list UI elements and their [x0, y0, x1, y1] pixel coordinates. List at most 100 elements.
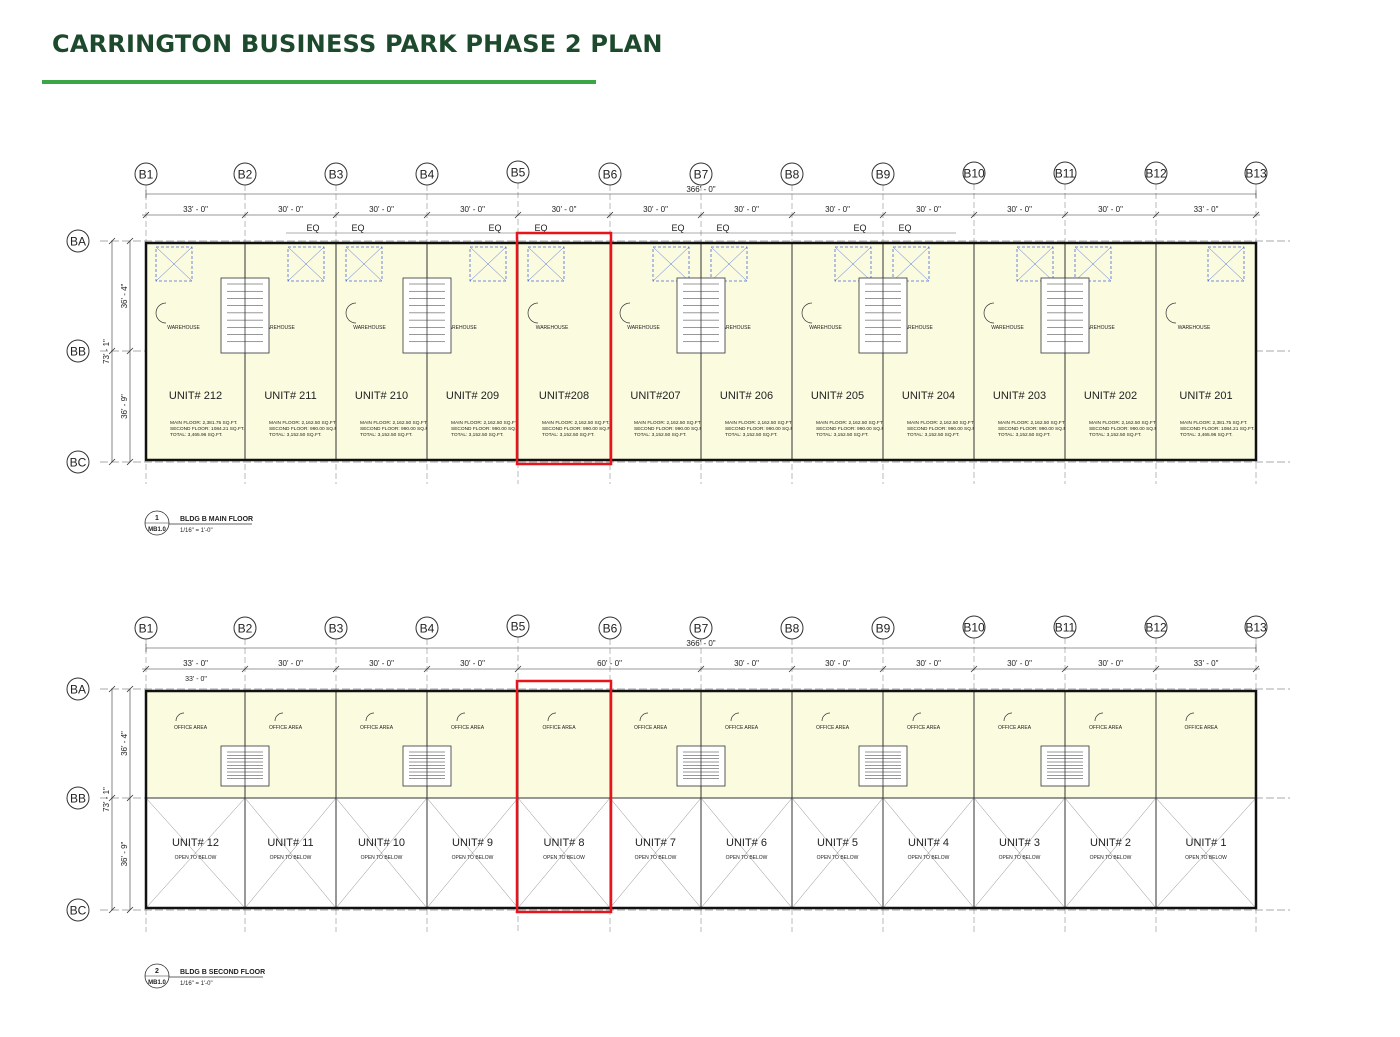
column-grid-bubble [689, 162, 713, 186]
view-number: 2 [155, 968, 159, 975]
room-label: OFFICE AREA [1184, 725, 1218, 731]
unit-total-area: TOTAL: 3,152.50 SQ.FT. [998, 432, 1051, 438]
bay-dimension-label: 30' - 0" [552, 205, 577, 214]
eq-mark: EQ [716, 223, 729, 233]
unit-total-area: TOTAL: 3,152.50 SQ.FT. [542, 432, 595, 438]
row-grid-bubble [66, 229, 90, 253]
unit-second-floor-area: SECOND FLOOR: 990.00 SQ.FT. [725, 426, 797, 432]
column-grid-label: B7 [694, 168, 709, 182]
column-grid-label: B10 [963, 167, 985, 181]
column-grid-label: B11 [1055, 167, 1076, 181]
column-grid-bubble [598, 616, 622, 640]
room-label: WAREHOUSE [718, 325, 751, 331]
room-label: OFFICE AREA [360, 725, 394, 731]
bay-dimension-label: 60' - 0" [597, 659, 622, 668]
unit-total-area: TOTAL: 3,152.50 SQ.FT. [1089, 432, 1142, 438]
column-grid-bubble [1244, 161, 1268, 185]
unit-name: UNIT# 3 [999, 837, 1040, 849]
column-grid-bubble [233, 616, 257, 640]
column-grid-bubble [871, 616, 895, 640]
stair-core [676, 745, 726, 787]
row-grid-label: BB [70, 345, 86, 359]
unit-second-floor-area: SECOND FLOOR: 990.00 SQ.FT. [269, 426, 341, 432]
column-grid-label: B12 [1145, 167, 1167, 181]
open-to-below-label: OPEN TO BELOW [543, 855, 585, 861]
unit-second-floor-area: SECOND FLOOR: 990.00 SQ.FT. [634, 426, 706, 432]
view-scale: 1/16" = 1'-0" [180, 981, 213, 987]
stair-core [858, 277, 908, 354]
unit-main-floor-area: MAIN FLOOR: 2,162.50 SQ.FT. [1089, 420, 1156, 426]
bay-dimension-label: 30' - 0" [278, 205, 303, 214]
door-swing-icon [1094, 712, 1104, 722]
room-label: WAREHOUSE [1178, 325, 1211, 331]
building-outline [144, 241, 1258, 462]
door-swing-icon [801, 302, 813, 324]
unit-second-floor-area: SECOND FLOOR: 990.00 SQ.FT. [542, 426, 614, 432]
dock-door-mark [892, 246, 930, 282]
unit-name: UNIT# 1 [1186, 837, 1227, 849]
room-label: WAREHOUSE [444, 325, 477, 331]
highlighted-unit-box [515, 231, 613, 466]
eq-mark: EQ [306, 223, 319, 233]
room-label: WAREHOUSE [627, 325, 660, 331]
bay-dimension-label: 30' - 0" [1007, 659, 1032, 668]
unit-main-floor-area: MAIN FLOOR: 2,381.75 SQ.FT. [170, 420, 237, 426]
unit-name: UNIT# 205 [811, 390, 864, 402]
eq-mark: EQ [534, 223, 547, 233]
room-label: WAREHOUSE [262, 325, 295, 331]
unit-second-floor-area: SECOND FLOOR: 990.00 SQ.FT. [816, 426, 888, 432]
column-grid-label: B12 [1145, 621, 1167, 635]
column-grid-bubble [962, 161, 986, 185]
column-grid-bubble [415, 616, 439, 640]
dock-door-mark [527, 246, 565, 282]
column-grid-bubble [415, 162, 439, 186]
row-dimension-label: 36' - 4" [120, 283, 129, 308]
unit-main-floor-area: MAIN FLOOR: 2,162.50 SQ.FT. [451, 420, 518, 426]
open-to-below-label: OPEN TO BELOW [361, 855, 403, 861]
door-swing-icon [1165, 302, 1177, 324]
unit-total-area: TOTAL: 3,152.50 SQ.FT. [360, 432, 413, 438]
unit-total-area: TOTAL: 3,465.96 SQ.FT. [1180, 432, 1233, 438]
total-depth-label: 73' - 1" [102, 339, 111, 364]
bay-dimension-label: 30' - 0" [825, 205, 850, 214]
room-label: OFFICE AREA [542, 725, 576, 731]
unit-bay [1155, 242, 1257, 461]
unit-main-floor-area: MAIN FLOOR: 2,162.50 SQ.FT. [907, 420, 974, 426]
dock-door-mark [710, 246, 748, 282]
column-grid-label: B4 [420, 168, 435, 182]
unit-second-floor-area: SECOND FLOOR: 990.00 SQ.FT. [1089, 426, 1161, 432]
room-label: WAREHOUSE [991, 325, 1024, 331]
row-grid-label: BB [70, 792, 86, 806]
open-to-below-label: OPEN TO BELOW [817, 855, 859, 861]
unit-name: UNIT# 209 [446, 390, 499, 402]
bay-dimension-label: 30' - 0" [734, 659, 759, 668]
unit-name: UNIT# 5 [817, 837, 858, 849]
column-grid-bubble [506, 160, 530, 184]
column-grid-bubble [324, 616, 348, 640]
stair-core [858, 745, 908, 787]
room-label: OFFICE AREA [907, 725, 941, 731]
unit-name: UNIT# 4 [908, 837, 949, 849]
office-bay [1155, 690, 1257, 799]
unit-name: UNIT# 6 [726, 837, 767, 849]
column-grid-label: B8 [785, 168, 800, 182]
bay-dimension-label: 30' - 0" [460, 205, 485, 214]
room-label: OFFICE AREA [998, 725, 1032, 731]
door-swing-icon [1003, 712, 1013, 722]
column-grid-label: B1 [139, 168, 154, 182]
unit-second-floor-area: SECOND FLOOR: 990.00 SQ.FT. [360, 426, 432, 432]
unit-name: UNIT# 212 [169, 390, 222, 402]
unit-total-area: TOTAL: 3,152.50 SQ.FT. [451, 432, 504, 438]
row-dimension-label: 36' - 4" [120, 731, 129, 756]
column-grid-label: B5 [511, 166, 526, 180]
eq-mark: EQ [488, 223, 501, 233]
door-swing-icon [527, 302, 539, 324]
unit-name: UNIT# 9 [452, 837, 493, 849]
column-grid-bubble [233, 162, 257, 186]
